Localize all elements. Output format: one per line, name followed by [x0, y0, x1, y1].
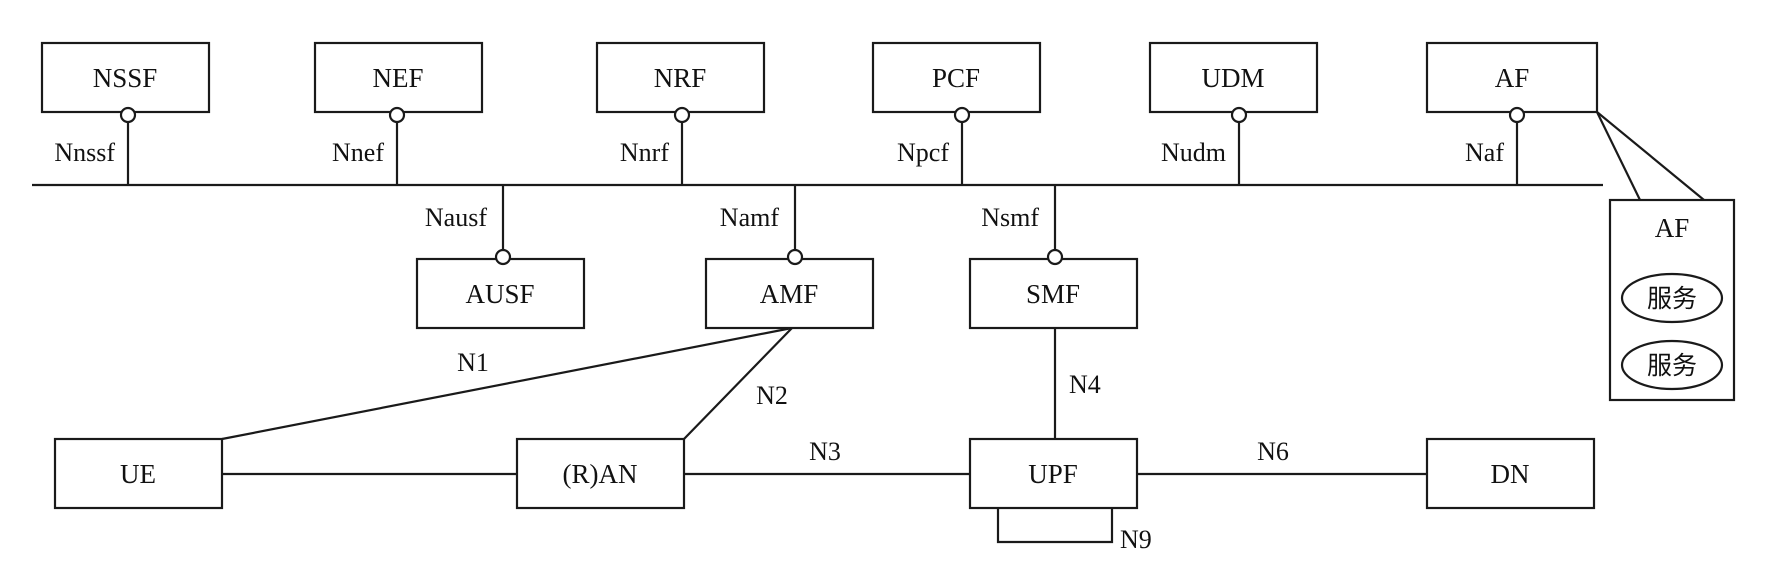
af-service-label-2: 服务 [1647, 351, 1697, 380]
af-node: AF [1425, 41, 1599, 114]
n4-label: N4 [1069, 370, 1101, 399]
nssf-node: NSSF [40, 41, 211, 114]
nrf-interface-circle [673, 106, 691, 124]
nef-node: NEF [313, 41, 484, 114]
nef-box [313, 41, 484, 114]
nsmf-label: Nsmf [981, 203, 1039, 232]
n6-label: N6 [1257, 437, 1289, 466]
af-service-ellipse-1 [1620, 272, 1724, 324]
nudm-label: Nudm [1161, 138, 1226, 167]
ue-box [53, 437, 224, 510]
af-service-ellipse-2 [1620, 339, 1724, 391]
amf-label: AMF [760, 279, 819, 309]
af-detail-link-left [1596, 111, 1641, 201]
nssf-label: NSSF [93, 63, 158, 93]
nrf-box [595, 41, 766, 114]
pcf-label: PCF [932, 63, 980, 93]
n2-line [683, 327, 793, 440]
nssf-box [40, 41, 211, 114]
amf-node: AMF [704, 257, 875, 330]
n9-label: N9 [1120, 525, 1152, 554]
udm-interface-circle [1230, 106, 1248, 124]
af-label: AF [1495, 63, 1530, 93]
ue-node: UE [53, 437, 224, 510]
nrf-label: NRF [654, 63, 707, 93]
ue-label: UE [120, 459, 156, 489]
n9-loop [996, 509, 1114, 544]
n3-label: N3 [809, 437, 841, 466]
smf-node: SMF [968, 257, 1139, 330]
af-interface-circle [1508, 106, 1526, 124]
dn-node: DN [1425, 437, 1596, 510]
udm-node: UDM [1148, 41, 1319, 114]
ausf-label: AUSF [465, 279, 534, 309]
udm-label: UDM [1201, 63, 1264, 93]
upf-box [968, 437, 1139, 510]
ran-box [515, 437, 686, 510]
ausf-node: AUSF [415, 257, 586, 330]
nnssf-label: Nnssf [54, 138, 115, 167]
af-detail-title: AF [1655, 213, 1690, 243]
nef-interface-circle [388, 106, 406, 124]
naf-label: Naf [1465, 138, 1504, 167]
amf-box [704, 257, 875, 330]
n1-line [221, 326, 793, 441]
nausf-label: Nausf [425, 203, 487, 232]
af-detail-link-right [1596, 111, 1705, 201]
ran-node: (R)AN [515, 437, 686, 510]
pcf-interface-circle [953, 106, 971, 124]
nnef-label: Nnef [332, 138, 384, 167]
smf-interface-circle [1046, 248, 1064, 266]
n2-label: N2 [756, 381, 788, 410]
pcf-box [871, 41, 1042, 114]
smf-label: SMF [1026, 279, 1080, 309]
upf-label: UPF [1028, 459, 1078, 489]
nssf-interface-circle [119, 106, 137, 124]
nnrf-label: Nnrf [620, 138, 669, 167]
af-detail-node: AF 服务 服务 [1608, 198, 1736, 402]
n1-label: N1 [457, 348, 489, 377]
nrf-node: NRF [595, 41, 766, 114]
smf-box [968, 257, 1139, 330]
af-service-label-1: 服务 [1647, 284, 1697, 313]
amf-interface-circle [786, 248, 804, 266]
dn-box [1425, 437, 1596, 510]
ran-label: (R)AN [563, 459, 638, 489]
dn-label: DN [1491, 459, 1530, 489]
pcf-node: PCF [871, 41, 1042, 114]
namf-label: Namf [720, 203, 780, 232]
nef-label: NEF [372, 63, 423, 93]
upf-node: UPF [968, 437, 1139, 510]
npcf-label: Npcf [897, 138, 949, 167]
ausf-interface-circle [494, 248, 512, 266]
